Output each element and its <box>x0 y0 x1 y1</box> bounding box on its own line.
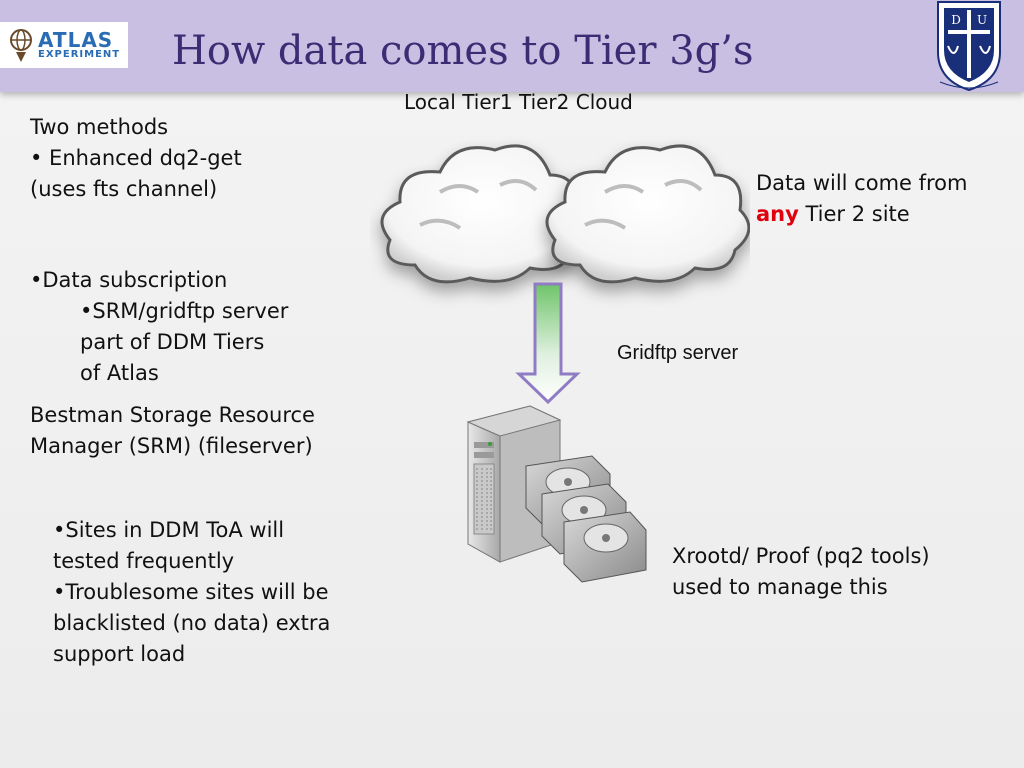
methods-heading: Two methods <box>30 115 169 139</box>
header-bar: ATLAS EXPERIMENT How data comes to Tier … <box>0 0 1024 92</box>
subscription-block: •Data subscription •SRM/gridftp server p… <box>30 265 288 389</box>
data-source-line-2: any Tier 2 site <box>756 199 968 230</box>
svg-text:D: D <box>951 13 961 27</box>
bestman-block: Bestman Storage Resource Manager (SRM) (… <box>30 400 315 462</box>
clouds-graphic <box>380 144 750 284</box>
method-1-line-2: (uses fts channel) <box>30 177 218 201</box>
xrootd-line-1: Xrootd/ Proof (pq2 tools) <box>672 544 930 568</box>
page-title: How data comes to Tier 3g’s <box>172 28 754 74</box>
hard-disk-icon <box>563 511 647 583</box>
bestman-line-1: Bestman Storage Resource <box>30 403 315 427</box>
method-2-sub-3: of Atlas <box>80 361 159 385</box>
sites-line-3: •Troublesome sites will be <box>53 580 329 604</box>
sites-line-2: tested frequently <box>53 549 235 573</box>
duke-seal-logo: D U <box>937 1 1001 92</box>
svg-text:U: U <box>977 13 987 27</box>
method-2-sub-1: •SRM/gridftp server <box>80 299 289 323</box>
atlas-logo-text: ATLAS <box>38 28 114 52</box>
atlas-logo-subtext: EXPERIMENT <box>38 49 121 60</box>
sites-line-1: •Sites in DDM ToA will <box>53 518 285 542</box>
server-graphic <box>466 405 647 583</box>
sites-block: •Sites in DDM ToA will tested frequently… <box>53 515 330 670</box>
xrootd-block: Xrootd/ Proof (pq2 tools) used to manage… <box>672 541 930 603</box>
atlas-logo: ATLAS EXPERIMENT <box>0 22 128 68</box>
cloud-label: Local Tier1 Tier2 Cloud <box>404 90 633 114</box>
method-1-line-1: • Enhanced dq2-get <box>30 146 242 170</box>
gridftp-server-label: Gridftp server <box>617 342 739 364</box>
bestman-line-2: Manager (SRM) (fileserver) <box>30 434 313 458</box>
down-arrow-icon <box>515 282 581 404</box>
sites-line-5: support load <box>53 642 186 666</box>
methods-block: Two methods • Enhanced dq2-get (uses fts… <box>30 112 242 205</box>
xrootd-line-2: used to manage this <box>672 575 888 599</box>
any-highlight: any <box>756 202 799 226</box>
tier2-source-block: Data will come from any Tier 2 site <box>756 168 968 230</box>
data-source-line-1: Data will come from <box>756 171 968 195</box>
server-tower-icon <box>466 405 562 563</box>
data-source-line-2-rest: Tier 2 site <box>798 202 910 226</box>
cloud-icon <box>545 144 750 284</box>
method-2-sub-2: part of DDM Tiers <box>80 330 265 354</box>
atlas-globe-icon <box>10 29 32 62</box>
method-2-line-1: •Data subscription <box>30 268 228 292</box>
sites-line-4: blacklisted (no data) extra <box>53 611 331 635</box>
